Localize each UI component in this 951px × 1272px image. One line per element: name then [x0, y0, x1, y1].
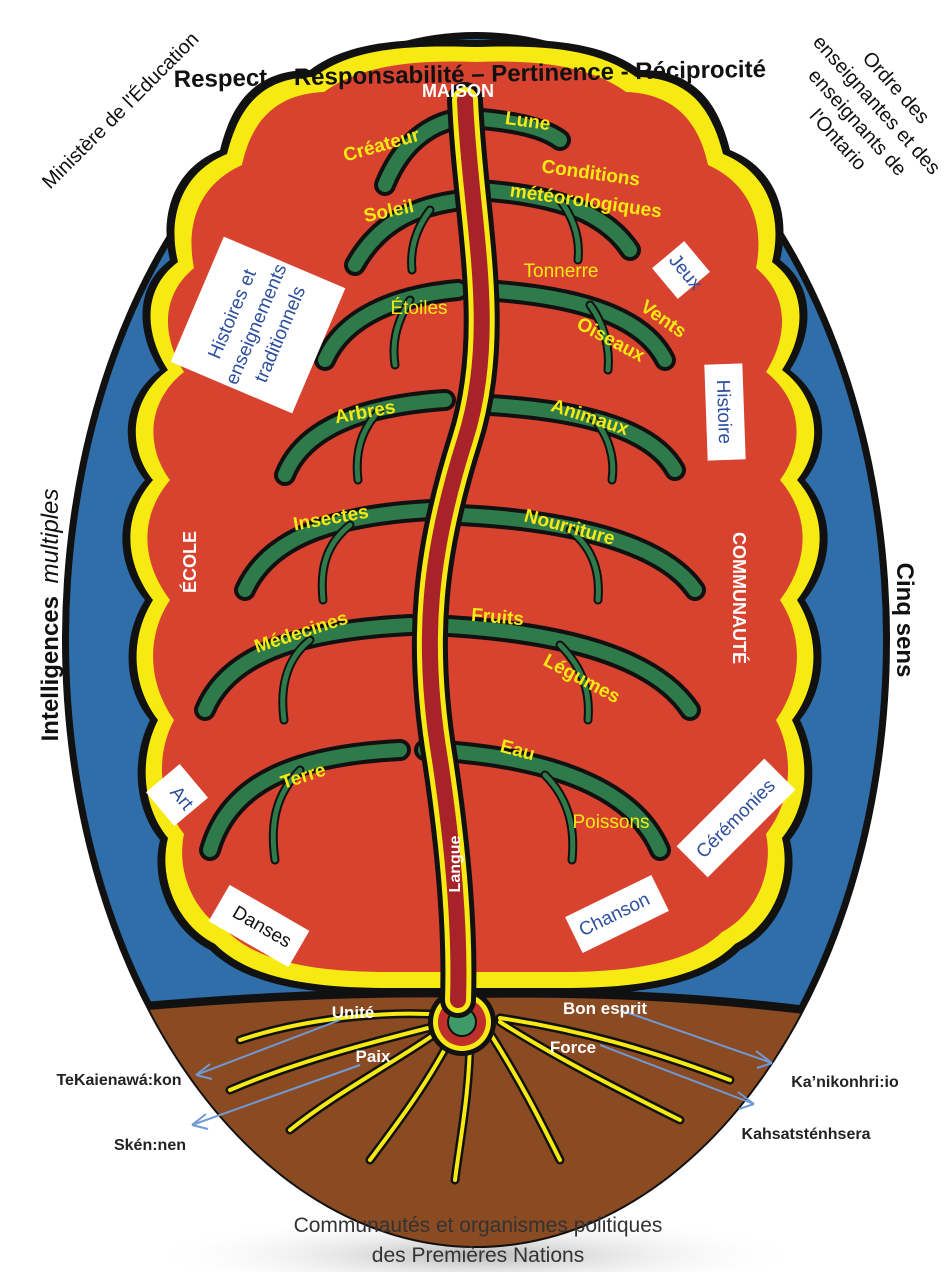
- frame-left-bold: Intelligences: [37, 596, 64, 741]
- label-poissons: Poissons: [572, 812, 649, 833]
- label-histoire: Histoire: [712, 379, 735, 444]
- zone-communaute: COMMUNAUTÉ: [729, 532, 750, 664]
- root-force: Force: [550, 1038, 596, 1057]
- label-etoiles: Étoiles: [390, 298, 447, 319]
- bottom-caption-2: des Premières Nations: [372, 1244, 584, 1267]
- zone-maison: MAISON: [422, 81, 494, 101]
- root-bon-esprit: Bon esprit: [563, 999, 647, 1018]
- bottom-caption-1: Communautés et organismes politiques: [294, 1214, 663, 1237]
- callout-skennen: Skén:nen: [114, 1137, 186, 1154]
- frame-right: Cinq sens: [891, 563, 918, 678]
- callout-kahsatstenhsera: Kahsatsténhsera: [742, 1126, 871, 1143]
- callout-kanikonhriio: Ka’nikonhri:io: [791, 1074, 899, 1091]
- frame-left: Intelligences multiples: [37, 489, 64, 742]
- label-tonnerre: Tonnerre: [524, 261, 599, 282]
- root-paix: Paix: [356, 1047, 392, 1066]
- root-unite: Unité: [332, 1003, 375, 1022]
- corner-top-right: Ordre des enseignantes et des enseignant…: [770, 14, 951, 214]
- corner-top-left: Ministère de l'Éducation: [37, 27, 203, 193]
- trunk-label-langue: Langue: [447, 835, 464, 892]
- frame-left-italic: multiples: [37, 489, 64, 584]
- zone-ecole: ÉCOLE: [179, 531, 200, 593]
- callout-tekaienawakon: TeKaienawá:kon: [56, 1072, 181, 1089]
